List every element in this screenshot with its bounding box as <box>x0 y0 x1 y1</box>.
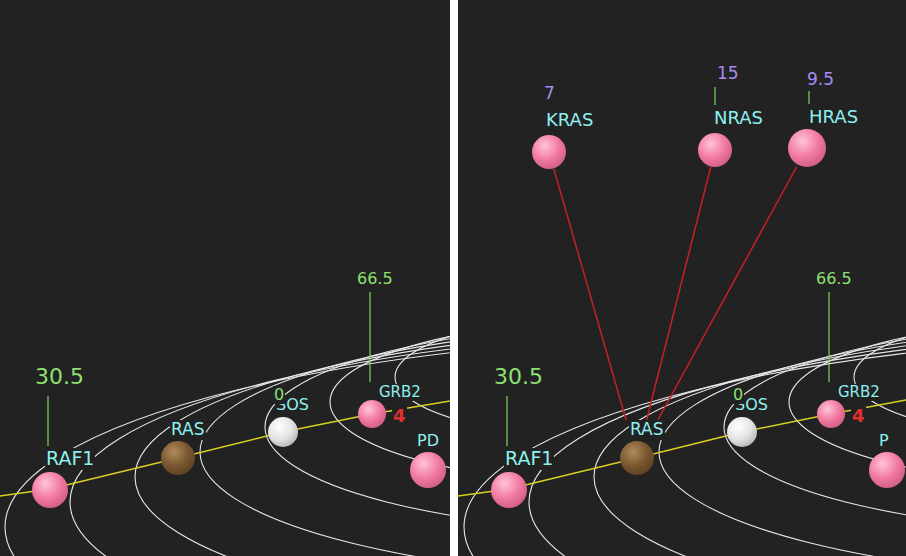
protein-node: RAF1 <box>491 448 554 508</box>
value-label: 30.5 <box>493 364 544 389</box>
orbit-ring <box>594 327 906 556</box>
protein-sphere <box>358 400 386 428</box>
value-label: 66.5 <box>815 270 853 288</box>
protein-name: RAF1 <box>45 448 95 470</box>
value-label: 30.5 <box>34 364 85 389</box>
protein-sphere <box>161 441 195 475</box>
pathway-line <box>0 401 450 496</box>
orbit-ring <box>464 333 906 556</box>
panel-divider <box>450 0 458 556</box>
isoform-link <box>554 169 626 420</box>
orbit-ring <box>70 330 450 556</box>
orbit-ring <box>200 324 450 556</box>
protein-name: NRAS <box>713 108 764 129</box>
orbit-ring <box>5 333 450 556</box>
protein-node: GRB2 <box>358 384 422 428</box>
protein-sphere <box>268 417 298 447</box>
value-label: 66.5 <box>356 270 394 288</box>
protein-node: HRAS <box>788 107 859 167</box>
value-label: 0 <box>273 386 285 404</box>
protein-name: RAF1 <box>504 448 554 470</box>
orbit-ring <box>135 327 450 556</box>
protein-name: GRB2 <box>837 384 881 401</box>
value-label: 4 <box>392 406 407 427</box>
protein-sphere <box>817 400 845 428</box>
protein-name: HRAS <box>808 107 859 128</box>
value-label: 4 <box>851 406 866 427</box>
orbit-ring <box>659 324 906 556</box>
protein-name: RAS <box>170 420 206 440</box>
orbit-ring <box>529 330 906 556</box>
protein-sphere <box>869 452 905 488</box>
protein-sphere <box>727 417 757 447</box>
protein-name: P <box>878 432 890 450</box>
isoform-link <box>658 167 797 420</box>
value-label: 0 <box>732 386 744 404</box>
protein-sphere <box>620 441 654 475</box>
protein-node: NRAS <box>698 108 764 167</box>
protein-name: GRB2 <box>378 384 422 401</box>
protein-sphere <box>32 472 68 508</box>
value-stems <box>48 292 829 446</box>
protein-node: KRAS <box>532 110 594 169</box>
protein-node: PD <box>410 432 446 488</box>
orbit-rings <box>5 312 450 556</box>
protein-sphere <box>491 472 527 508</box>
protein-sphere <box>698 133 732 167</box>
value-label: 15 <box>716 64 740 84</box>
protein-node: RAS <box>620 420 665 475</box>
value-label: 9.5 <box>806 70 835 90</box>
protein-node: RAS <box>161 420 206 475</box>
protein-node: GRB2 <box>817 384 881 428</box>
protein-name: RAS <box>629 420 665 440</box>
protein-name: PD <box>416 432 440 450</box>
protein-sphere <box>532 135 566 169</box>
protein-name: KRAS <box>545 110 594 131</box>
protein-node: RAF1 <box>32 448 95 508</box>
protein-sphere <box>788 129 826 167</box>
value-label: 7 <box>543 84 556 104</box>
orbit-rings <box>464 312 906 556</box>
value-stems <box>715 87 809 105</box>
protein-node: P <box>869 432 905 488</box>
protein-sphere <box>410 452 446 488</box>
